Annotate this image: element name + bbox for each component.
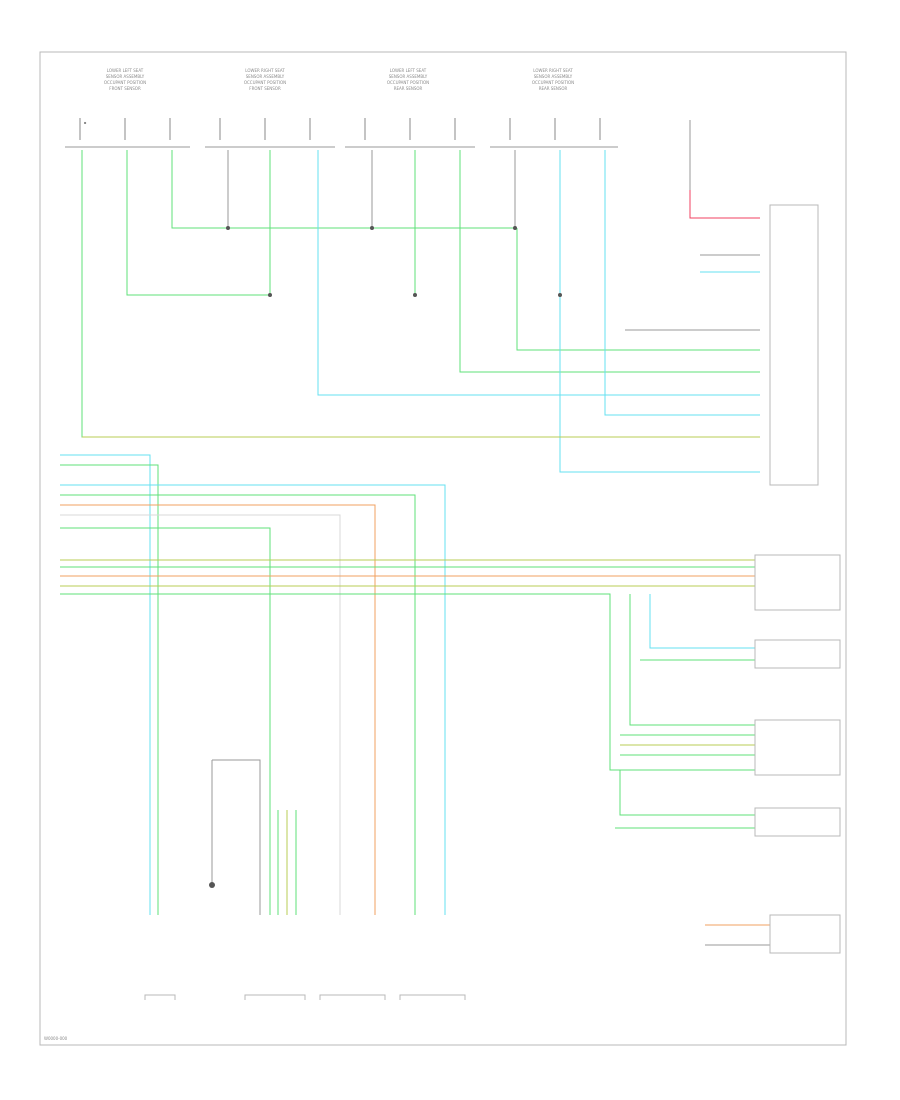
diagram-frame bbox=[39, 51, 847, 1046]
wire-35 bbox=[212, 759, 261, 915]
sensor-group-4-label-line: REAR SENSOR bbox=[539, 86, 568, 91]
wire-12 bbox=[559, 150, 760, 473]
sensor-group-1-label-line: FRONT SENSOR bbox=[109, 86, 141, 91]
wire-20 bbox=[60, 514, 341, 915]
wire-11 bbox=[516, 228, 760, 351]
sensor-group-2-label-line: OCCUPANT POSITION bbox=[244, 80, 286, 85]
wire-10 bbox=[459, 150, 760, 373]
sensor-group-1-label-line: LOWER LEFT SEAT bbox=[107, 68, 144, 73]
module-right bbox=[769, 204, 819, 486]
door-module-2-box bbox=[754, 639, 841, 669]
wire-13 bbox=[604, 150, 760, 416]
wire-18 bbox=[60, 494, 416, 915]
wire-3 bbox=[171, 150, 515, 229]
splice-4 bbox=[268, 293, 272, 297]
splice-6 bbox=[558, 293, 562, 297]
sensor-group-3-label-line: REAR SENSOR bbox=[394, 86, 423, 91]
sensor-group-2-label-line: LOWER RIGHT SEAT bbox=[245, 68, 285, 73]
wire-19 bbox=[60, 504, 376, 915]
splice-1 bbox=[226, 226, 230, 230]
wire-2 bbox=[126, 150, 270, 296]
connector-pin-labels bbox=[79, 118, 601, 140]
splices bbox=[209, 226, 562, 888]
bracket-4 bbox=[399, 994, 466, 1000]
wire-17 bbox=[60, 484, 446, 915]
sensor-group-3-label-line: OCCUPANT POSITION bbox=[387, 80, 429, 85]
door-module-3-box bbox=[754, 719, 841, 776]
wire-batt-feed bbox=[689, 190, 760, 219]
bracket-2 bbox=[244, 994, 306, 1000]
wire-1 bbox=[81, 150, 760, 438]
wires bbox=[60, 120, 770, 946]
wire-16 bbox=[60, 464, 159, 915]
door-modules bbox=[754, 554, 841, 954]
cluster-box bbox=[769, 914, 841, 954]
wire-21 bbox=[60, 527, 271, 915]
wire-29 bbox=[629, 594, 755, 726]
wire-8 bbox=[317, 150, 760, 396]
sensor-group-4-label-line: OCCUPANT POSITION bbox=[532, 80, 574, 85]
wire-15 bbox=[60, 454, 151, 915]
bracket-3 bbox=[319, 994, 386, 1000]
sensor-group-3-label-line: SENSOR ASSEMBLY bbox=[389, 74, 428, 79]
sensor-group-1-label-line: OCCUPANT POSITION bbox=[104, 80, 146, 85]
splice-2 bbox=[370, 226, 374, 230]
wire-27 bbox=[649, 594, 755, 649]
sensor-group-4-label-line: LOWER RIGHT SEAT bbox=[533, 68, 573, 73]
splice-5 bbox=[413, 293, 417, 297]
sensor-group-2-label-line: FRONT SENSOR bbox=[249, 86, 281, 91]
wire-33 bbox=[619, 770, 755, 816]
door-module-4-box bbox=[754, 807, 841, 837]
sensor-group-4-label-line: SENSOR ASSEMBLY bbox=[534, 74, 573, 79]
footer-code: W0000-000 bbox=[44, 1036, 68, 1041]
wire-26 bbox=[60, 593, 755, 771]
sensor-group-1-label-line: SENSOR ASSEMBLY bbox=[106, 74, 145, 79]
bottom-brackets bbox=[144, 994, 466, 1000]
splice-3 bbox=[513, 226, 517, 230]
module-right-box bbox=[769, 204, 819, 486]
ground-splice bbox=[209, 882, 215, 888]
svg-text:▪: ▪ bbox=[84, 120, 87, 125]
door-module-1-box bbox=[754, 554, 841, 611]
sensor-group-3-label-line: LOWER LEFT SEAT bbox=[390, 68, 427, 73]
sensor-group-2-label-line: SENSOR ASSEMBLY bbox=[246, 74, 285, 79]
bracket-1 bbox=[144, 994, 176, 1000]
